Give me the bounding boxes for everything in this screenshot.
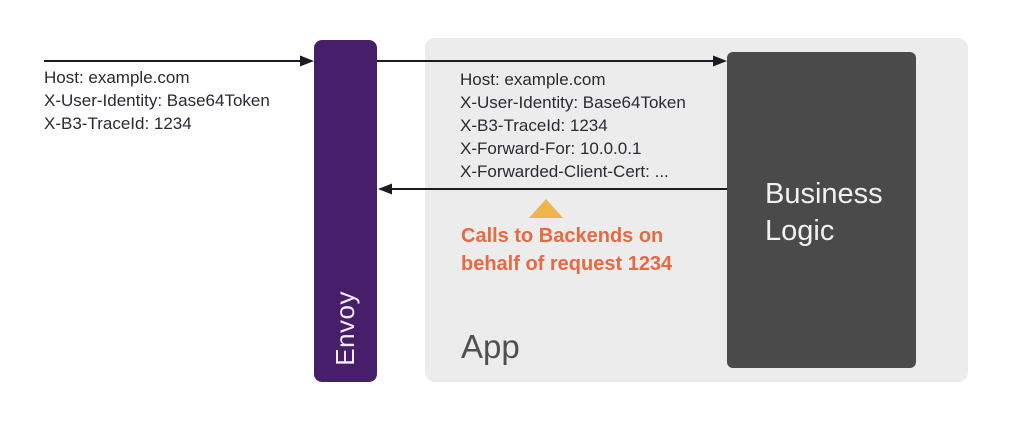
app-panel-label: App [461, 328, 520, 365]
envoy-label: Envoy [330, 291, 360, 366]
envoy-bar: Envoy [314, 40, 377, 382]
envoy-label-wrap: Envoy [314, 291, 377, 366]
arrow-client-to-envoy-icon [44, 55, 314, 67]
